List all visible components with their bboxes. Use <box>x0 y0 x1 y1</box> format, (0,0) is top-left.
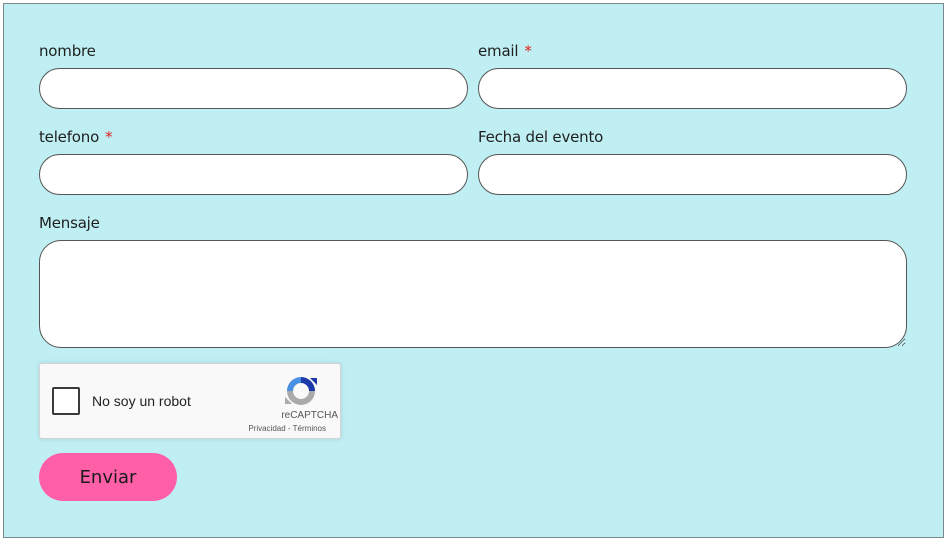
recaptcha-label: No soy un robot <box>92 393 191 409</box>
terms-link[interactable]: Términos <box>292 424 326 433</box>
recaptcha-brand: reCAPTCHA <box>281 410 338 421</box>
fecha-label: Fecha del evento <box>478 128 604 146</box>
recaptcha-logo-icon <box>285 377 317 405</box>
email-label: email* <box>478 42 532 60</box>
nombre-input[interactable] <box>39 68 468 109</box>
links-separator: - <box>287 424 291 433</box>
nombre-label: nombre <box>39 42 96 60</box>
privacy-link[interactable]: Privacidad <box>248 424 286 433</box>
fecha-input[interactable] <box>478 154 907 195</box>
mensaje-label: Mensaje <box>39 214 100 232</box>
mensaje-textarea[interactable] <box>39 240 907 348</box>
recaptcha-checkbox[interactable] <box>52 387 80 415</box>
recaptcha-links: Privacidad - Términos <box>220 424 326 433</box>
telefono-label: telefono* <box>39 128 113 146</box>
contact-form: nombre email* telefono* Fecha del evento… <box>3 3 944 538</box>
required-mark: * <box>105 128 113 146</box>
telefono-input[interactable] <box>39 154 468 195</box>
submit-button[interactable]: Enviar <box>39 453 177 501</box>
required-mark: * <box>524 42 532 60</box>
email-input[interactable] <box>478 68 907 109</box>
recaptcha-widget: No soy un robot reCAPTCHA Privacidad - T… <box>39 363 341 439</box>
